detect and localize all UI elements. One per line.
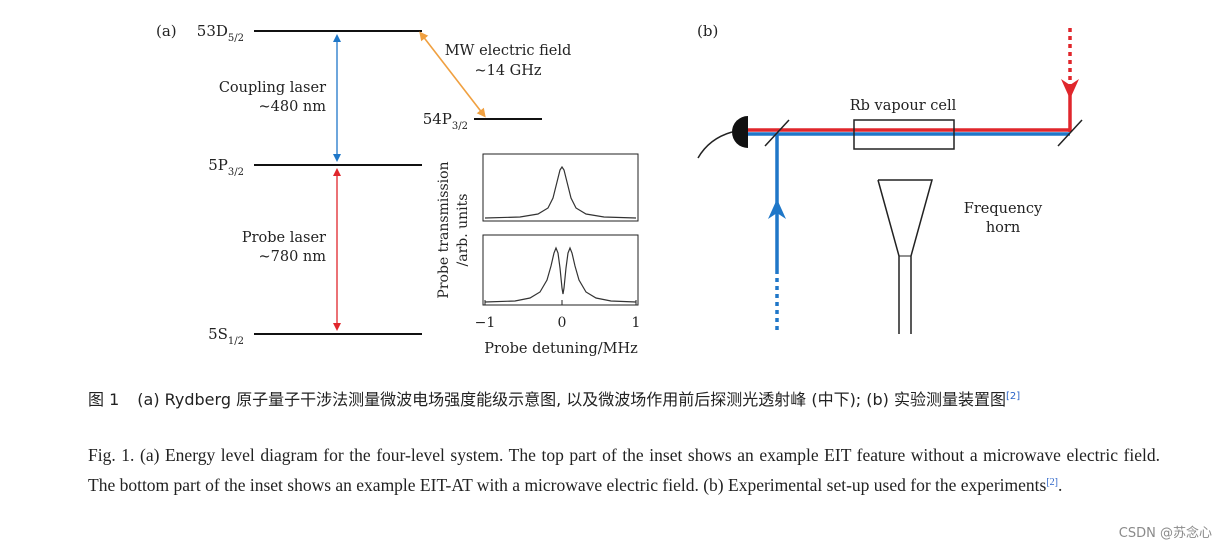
panel-a-label: (a) xyxy=(156,22,177,40)
horn-label-line2: horn xyxy=(986,220,1020,236)
tick-label-zero: 0 xyxy=(558,315,567,331)
eit-at-curve xyxy=(484,246,637,303)
dichroic-mirror xyxy=(764,119,790,147)
probe-laser-label: Probe laser xyxy=(242,230,326,246)
probe-direction-arrow xyxy=(768,199,786,219)
mw-arrow xyxy=(419,31,486,118)
coupling-wavelength-label: ~480 nm xyxy=(258,99,326,115)
inset-plot: −1 0 1 Probe detuning/MHz Probe transmis… xyxy=(436,153,641,357)
cell-label: Rb vapour cell xyxy=(850,98,957,114)
inset-bottom-frame xyxy=(482,234,639,306)
figure: (a) 53D5/2 54P3/2 5P3/2 5S1/2 Coupling l… xyxy=(156,22,1083,357)
coupling-laser-label: Coupling laser xyxy=(219,80,326,96)
mw-frequency-label: ~14 GHz xyxy=(474,63,541,79)
frequency-horn-icon xyxy=(877,179,933,334)
horn-label-line1: Frequency xyxy=(964,201,1043,217)
caption-figure-number: 图 1 xyxy=(88,390,120,409)
watermark: CSDN @苏念心 xyxy=(1118,526,1212,541)
caption-english-end: . xyxy=(1058,475,1063,495)
detector-cable xyxy=(697,131,733,159)
inset-top-frame xyxy=(482,153,639,222)
probe-wavelength-label: ~780 nm xyxy=(258,249,326,265)
level-5p-label: 5P3/2 xyxy=(208,156,244,178)
energy-levels xyxy=(254,30,542,335)
coupling-mirror xyxy=(1057,119,1083,147)
inset-ylabel-line2: /arb. units xyxy=(455,194,471,267)
tick-label-neg: −1 xyxy=(475,315,496,331)
caption-english-ref-link[interactable]: [2] xyxy=(1046,477,1058,488)
caption-chinese-ref-link[interactable]: [2] xyxy=(1006,391,1021,402)
inset-xlabel: Probe detuning/MHz xyxy=(484,341,638,357)
rb-vapour-cell xyxy=(853,119,955,150)
level-53d-label: 53D5/2 xyxy=(197,22,244,44)
tick-label-pos: 1 xyxy=(632,315,641,331)
caption-english-text: Fig. 1. (a) Energy level diagram for the… xyxy=(88,445,1160,495)
caption-chinese-text: (a) Rydberg 原子量子干涉法测量微波电场强度能级示意图, 以及微波场作… xyxy=(137,390,1007,409)
level-5s-label: 5S1/2 xyxy=(208,325,244,347)
caption-english: Fig. 1. (a) Energy level diagram for the… xyxy=(88,442,1160,499)
caption-chinese: 图 1 (a) Rydberg 原子量子干涉法测量微波电场强度能级示意图, 以及微… xyxy=(88,383,1160,413)
eit-curve xyxy=(484,165,637,219)
photodiode-icon xyxy=(732,116,748,148)
mw-field-label: MW electric field xyxy=(445,43,572,59)
level-54p-label: 54P3/2 xyxy=(423,110,468,132)
inset-ylabel-line1: Probe transmission xyxy=(436,161,452,298)
panel-b-label: (b) xyxy=(697,22,718,40)
coupling-direction-arrow xyxy=(1061,79,1079,99)
